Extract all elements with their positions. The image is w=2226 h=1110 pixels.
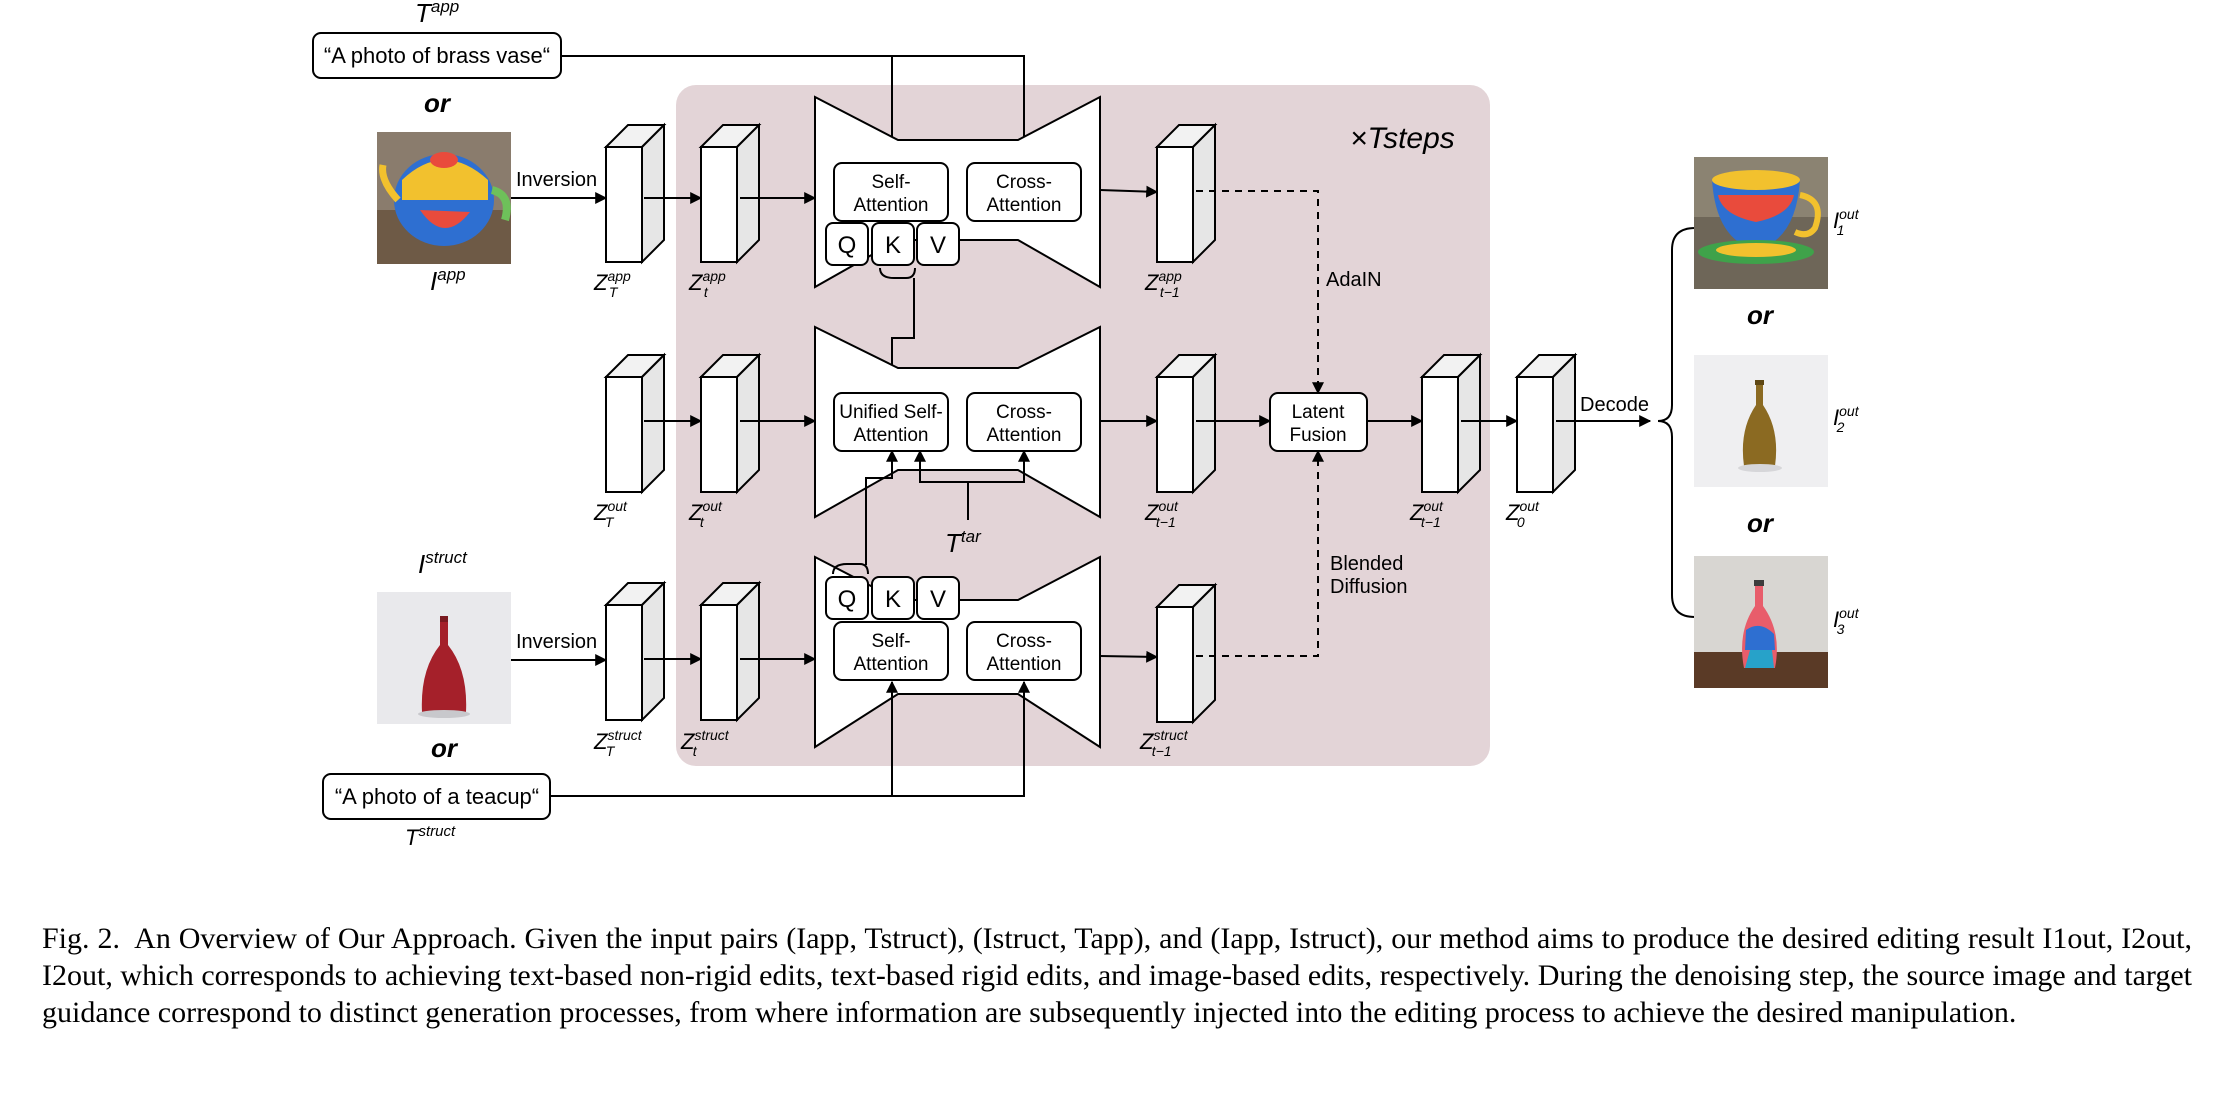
svg-text:Self-: Self- — [871, 172, 910, 193]
latent-z0-out — [1516, 354, 1576, 493]
unet-out — [814, 325, 1101, 519]
svg-text:V: V — [930, 232, 946, 259]
k-box-app — [871, 222, 915, 266]
svg-text:Attention: Attention — [854, 654, 929, 675]
latent-zt-out — [700, 354, 760, 493]
red-vase-image — [377, 592, 511, 724]
output-image-teapot-vase — [1694, 556, 1828, 688]
svg-text:V: V — [930, 586, 946, 613]
t-app-symbol: Tapp — [415, 0, 459, 28]
t-tar-to-cross-arrow — [968, 449, 1030, 483]
output-brace — [1657, 227, 1696, 618]
svg-text:Cross-: Cross- — [996, 631, 1052, 652]
prompt-app-to-cross-arrow — [561, 55, 1030, 162]
t-struct-symbol: Tstruct — [405, 823, 456, 850]
inversion-label-top: Inversion — [516, 169, 597, 191]
latent-fused-zt1-out — [1421, 354, 1481, 493]
t-tar-to-unified-arrow — [914, 449, 969, 520]
inversion-label-bottom: Inversion — [516, 631, 597, 653]
prompt-struct-to-cross-arrow — [550, 680, 1030, 797]
latent-zT-out — [605, 354, 665, 493]
latent-zT-app — [605, 124, 665, 263]
self-attention-app — [833, 162, 949, 222]
prompt-app-text: “A photo of brass vase“ — [324, 43, 550, 68]
caption-label: Fig. 2. — [42, 922, 120, 955]
output-image-brass-vase — [1694, 355, 1828, 487]
qk-brace-struct — [832, 563, 869, 575]
svg-text:Self-: Self- — [871, 631, 910, 652]
svg-text:Attention: Attention — [987, 425, 1062, 446]
blended-dashed-arrow — [1196, 449, 1324, 657]
blended-label-1: Blended — [1330, 553, 1403, 575]
latent-zt1-app — [1156, 124, 1216, 263]
svg-text:Attention: Attention — [854, 195, 929, 216]
prompt-struct-text: “A photo of a teacup“ — [335, 784, 539, 809]
svg-text:Attention: Attention — [854, 425, 929, 446]
latent-zt-app — [700, 124, 760, 263]
latent-zt1-out — [1156, 354, 1216, 493]
svg-text:Cross-: Cross- — [996, 402, 1052, 423]
cross-attention-struct — [966, 621, 1082, 681]
svg-text:K: K — [885, 586, 901, 613]
or-label-2: or — [431, 733, 459, 763]
svg-text:Q: Q — [838, 586, 857, 613]
cross-attention-app — [966, 162, 1082, 222]
caption-body: Given the input pairs (Iapp, Tstruct), (… — [42, 922, 2192, 1029]
arrow-unet-zt1-struct — [1099, 650, 1159, 663]
latent-zt-struct — [700, 582, 760, 721]
arrow-unet-zt1-app — [1099, 185, 1159, 198]
or-label-4: or — [1747, 508, 1775, 538]
or-label-3: or — [1747, 300, 1775, 330]
decode-label: Decode — [1580, 394, 1649, 416]
blended-label-2: Diffusion — [1330, 576, 1407, 598]
q-box-struct — [825, 576, 869, 620]
i-app-symbol: Iapp — [430, 265, 466, 296]
svg-text:Fusion: Fusion — [1289, 425, 1346, 446]
kv-brace-app — [879, 267, 916, 279]
adain-label: AdaIN — [1326, 269, 1382, 291]
qk-struct-to-unified-arrow — [865, 449, 898, 565]
svg-text:Cross-: Cross- — [996, 172, 1052, 193]
latent-zt1-struct — [1156, 584, 1216, 723]
i-struct-symbol: Istruct — [418, 548, 468, 579]
svg-text:Q: Q — [838, 232, 857, 259]
svg-text:Unified Self-: Unified Self- — [839, 402, 943, 423]
or-label-1: or — [424, 88, 452, 118]
svg-text:Attention: Attention — [987, 654, 1062, 675]
caption-title: An Overview of Our Approach. — [134, 922, 517, 955]
svg-text:Attention: Attention — [987, 195, 1062, 216]
output-image-teacup — [1694, 157, 1828, 289]
self-attention-struct — [833, 621, 949, 681]
v-box-app — [916, 222, 960, 266]
svg-text:Latent: Latent — [1292, 402, 1346, 423]
figure-caption: Fig. 2. An Overview of Our Approach. Giv… — [42, 920, 2192, 1031]
v-box-struct — [916, 576, 960, 620]
latent-zT-struct — [605, 582, 665, 721]
t-tar-symbol: Ttar — [945, 527, 982, 558]
k-box-struct — [871, 576, 915, 620]
timesteps-label: ×Tsteps — [1350, 122, 1455, 155]
q-box-app — [825, 222, 869, 266]
teapot-image — [377, 132, 511, 264]
svg-text:K: K — [885, 232, 901, 259]
adain-dashed-arrow — [1196, 190, 1324, 395]
